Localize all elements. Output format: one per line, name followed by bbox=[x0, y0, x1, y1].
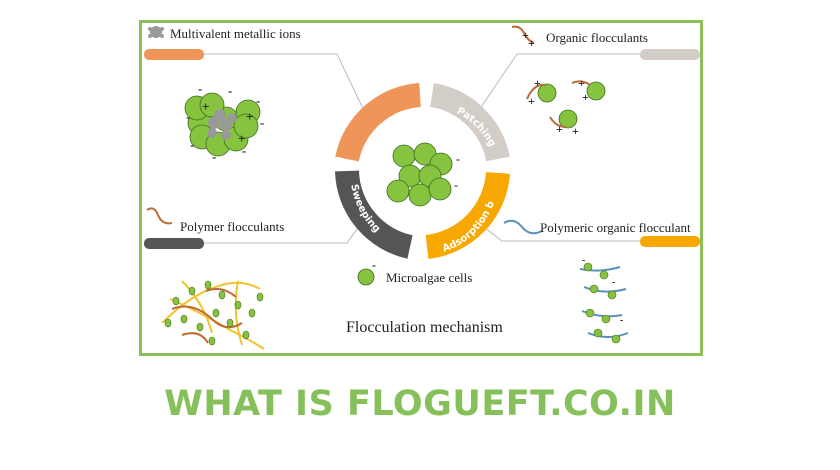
svg-text:-: - bbox=[582, 255, 585, 266]
svg-text:+: + bbox=[556, 122, 563, 136]
gray-bar bbox=[640, 49, 700, 60]
footer-headline: WHAT IS FLOGUEFT.CO.IN bbox=[164, 384, 676, 424]
svg-text:-: - bbox=[456, 152, 460, 166]
metallic-ion-icon bbox=[148, 26, 164, 38]
svg-text:-: - bbox=[372, 258, 376, 272]
segment-adsorption bbox=[425, 171, 510, 259]
svg-text:-: - bbox=[190, 137, 194, 152]
dark-bar bbox=[144, 238, 204, 249]
patching-cells: +++ +++ bbox=[526, 76, 606, 138]
label-polymer-flocculants: Polymer flocculants bbox=[180, 219, 285, 234]
svg-text:-: - bbox=[198, 81, 202, 96]
adsorption-bridging-chain: - - - bbox=[579, 255, 629, 344]
svg-text:+: + bbox=[246, 109, 253, 124]
polymeric-organic-icon bbox=[503, 219, 543, 235]
svg-text:-: - bbox=[186, 109, 190, 124]
sweeping-floc-network bbox=[161, 280, 265, 350]
diagram-title: Flocculation mechanism bbox=[346, 319, 503, 336]
diagram-frame: + + --- --- -- +++ bbox=[139, 20, 703, 356]
segment-patching bbox=[429, 83, 510, 162]
svg-text:-: - bbox=[612, 277, 615, 288]
svg-text:-: - bbox=[620, 315, 623, 326]
polymer-flocculant-icon bbox=[146, 207, 173, 225]
svg-text:+: + bbox=[572, 124, 579, 138]
microalgae-legend-cell: - bbox=[357, 258, 376, 286]
flocculation-diagram: + + --- --- -- +++ bbox=[142, 23, 700, 350]
svg-text:-: - bbox=[260, 115, 264, 130]
svg-text:-: - bbox=[212, 149, 216, 164]
svg-text:-: - bbox=[454, 178, 458, 192]
segment-sweeping bbox=[335, 170, 413, 259]
label-microalgae-cells: Microalgae cells bbox=[386, 270, 473, 285]
svg-text:+: + bbox=[578, 76, 585, 90]
label-organic-flocculants: Organic flocculants bbox=[546, 30, 648, 45]
organic-flocculant-icon: + + bbox=[511, 25, 535, 50]
segment-charge bbox=[335, 83, 422, 162]
svg-text:+: + bbox=[528, 94, 535, 108]
svg-text:+: + bbox=[238, 131, 245, 146]
svg-text:-: - bbox=[242, 143, 246, 158]
mechanism-ring bbox=[335, 83, 510, 259]
svg-text:-: - bbox=[256, 93, 260, 108]
label-multivalent-ions: Multivalent metallic ions bbox=[170, 26, 301, 41]
charge-neutralisation-cluster: --- --- -- +++ bbox=[184, 81, 264, 164]
yellow-bar bbox=[640, 236, 700, 247]
label-polymeric-organic-flocculant: Polymeric organic flocculant bbox=[540, 220, 691, 235]
svg-text:+: + bbox=[522, 28, 529, 42]
svg-text:+: + bbox=[528, 36, 535, 50]
svg-text:+: + bbox=[534, 76, 541, 90]
svg-text:+: + bbox=[202, 99, 209, 114]
svg-text:+: + bbox=[582, 90, 589, 104]
orange-bar bbox=[144, 49, 204, 60]
svg-text:-: - bbox=[228, 83, 232, 98]
connector-lines bbox=[204, 53, 640, 244]
center-cell-cluster: -- bbox=[386, 142, 460, 207]
